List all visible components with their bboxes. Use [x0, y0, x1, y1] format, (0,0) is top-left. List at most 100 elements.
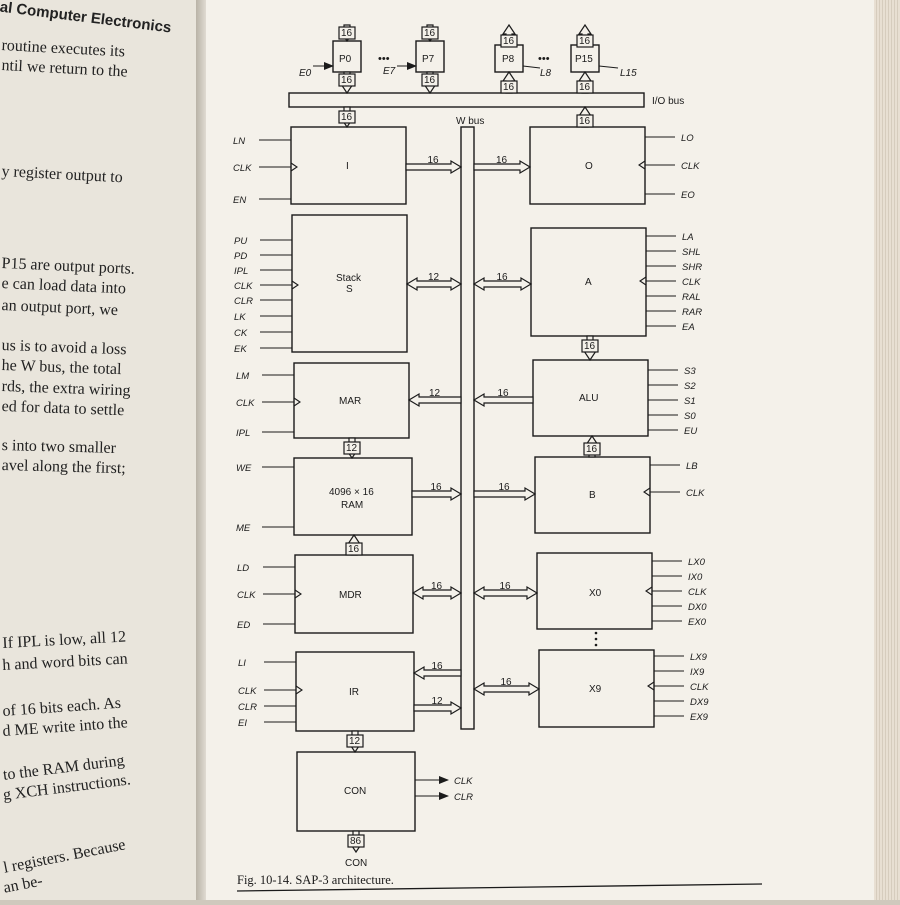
b-block-label: B	[589, 490, 596, 501]
port-p15-out-arrow-label-box	[576, 34, 594, 48]
x9-block-label: X9	[589, 684, 602, 695]
io-to-i-arrow-label: 16	[341, 112, 353, 123]
ctrl-ir-label-0: LI	[238, 658, 246, 669]
w-bus-label: W bus	[456, 116, 484, 127]
port-p8-bus-arrow-label: 16	[503, 82, 515, 93]
port-p8-bus-arrow-label-box	[500, 80, 518, 94]
stack-block-sublabel: S	[346, 284, 353, 295]
mar-block-label: MAR	[339, 396, 361, 407]
port-p0-label: P0	[339, 54, 352, 65]
stack-wbus-arrow-label: 12	[428, 272, 440, 283]
running-head: tal Computer Electronics	[0, 0, 173, 37]
x0-block-label: X0	[589, 588, 602, 599]
ctrl-x9-label-4: EX9	[690, 712, 709, 723]
left-page-text-line: If IPL is low, all 12	[2, 628, 127, 652]
left-page-text-line: an output port, we	[1, 297, 119, 320]
clk-triangle-b-1	[643, 487, 651, 497]
io-to-i-arrow-label-box	[338, 110, 356, 124]
port-p0-bus-arrow-label: 16	[341, 75, 353, 86]
x-register-dot-2	[594, 637, 598, 641]
a-block-label: A	[585, 277, 592, 288]
mar-to-ram-arrow-label-box	[343, 441, 361, 455]
io-bus	[288, 92, 645, 108]
port-p8-out-arrow-label: 16	[503, 36, 515, 47]
clk-triangle-x0-2	[645, 586, 653, 596]
left-page-text-line: he W bus, the total	[1, 357, 122, 379]
ctrl-alu-label-0: S3	[684, 366, 696, 377]
wbus-to-o-arrow	[473, 159, 532, 175]
ctrl-alu-label-1: S2	[684, 381, 696, 392]
ctrl-ir-label-2: CLR	[238, 702, 257, 713]
wbus-to-b-arrow-label: 16	[499, 482, 511, 493]
alu-to-wbus-arrow	[472, 392, 534, 408]
port-p0-in-arrow-label: 16	[341, 28, 353, 39]
o-to-io-arrow-label: 16	[579, 116, 591, 127]
port-p7-in-arrow-label: 16	[424, 28, 436, 39]
wbus-to-b-arrow	[473, 486, 537, 502]
wbus-x0-arrow-label: 16	[500, 581, 512, 592]
ctrl-x9-label-2: CLK	[690, 682, 709, 693]
ir-to-wbus-12-arrow	[413, 700, 463, 716]
left-page-text-line: us is to avoid a loss	[1, 337, 127, 359]
port-p15-bus-arrow-label-box	[576, 80, 594, 94]
a-to-alu-arrow-label-box	[581, 339, 599, 353]
ctrl-i-label-1: CLK	[233, 163, 252, 174]
i-to-wbus-arrow	[405, 159, 463, 175]
wbus-to-mar-arrow	[407, 392, 462, 408]
ram-to-wbus-arrow-label: 16	[431, 482, 443, 493]
left-page-text-line: e can load data into	[1, 275, 127, 298]
port-p7-label: P7	[422, 54, 435, 65]
ctrl-ram-label-1: ME	[236, 523, 251, 534]
mdr-block-label: MDR	[339, 590, 362, 601]
wbus-to-ir-16-arrow-label: 16	[432, 661, 444, 672]
mdr-to-ram-arrow-label: 16	[348, 544, 360, 555]
ctrl-alu-label-3: S0	[684, 411, 696, 422]
ctrl-b-label-0: LB	[686, 461, 698, 472]
left-page-text-line: rds, the extra wiring	[1, 378, 131, 400]
ctrl-alu-label-4: EU	[684, 426, 697, 437]
ir-to-con-arrow-label-box	[346, 734, 364, 748]
b-to-alu-arrow-label: 16	[586, 444, 598, 455]
con-output-label: CON	[345, 858, 367, 869]
alu-to-wbus-arrow-label: 16	[498, 388, 510, 399]
port-e0-label: E0	[299, 68, 312, 79]
wbus-to-mar-arrow-label: 12	[429, 388, 441, 399]
port-l15-label: L15	[620, 68, 637, 79]
ctrl-a-label-3: CLK	[682, 277, 701, 288]
left-page-text-line: y register output to	[1, 163, 124, 187]
ctrl-stack-label-3: CLK	[234, 281, 253, 292]
ctrl-x9-label-1: IX9	[690, 667, 705, 678]
clk-triangle-i-1	[290, 162, 298, 172]
b-to-alu-arrow-label-box	[583, 442, 601, 456]
left-page: tal Computer Electronics routine execute…	[0, 0, 200, 900]
ports-ellipsis-right: •••	[538, 53, 550, 65]
ctrl-stack-label-2: IPL	[234, 266, 248, 277]
caption-rule	[236, 883, 763, 892]
clk-triangle-mar-1	[293, 397, 301, 407]
con-out-arrow-label: 86	[350, 836, 362, 847]
ctrl-x0-label-3: DX0	[688, 602, 707, 613]
ctrl-x0-label-2: CLK	[688, 587, 707, 598]
port-p15-label: P15	[575, 54, 593, 65]
mdr-wbus-arrow	[411, 585, 463, 601]
mdr-to-ram-arrow-label-box	[345, 542, 363, 556]
con-output-label-1: CLR	[454, 792, 473, 803]
w-bus	[460, 126, 475, 730]
clk-triangle-stack-3	[291, 280, 299, 290]
clk-triangle-x9-2	[647, 681, 655, 691]
wbus-a-arrow	[472, 276, 533, 292]
ctrl-a-label-4: RAL	[682, 292, 700, 303]
ctrl-stack-label-5: LK	[234, 312, 246, 323]
port-p15-out-arrow-label: 16	[579, 36, 591, 47]
left-page-text-line: avel along the first;	[1, 457, 126, 478]
ram-block-sublabel: RAM	[341, 500, 363, 511]
con-output-label-0: CLK	[454, 776, 473, 787]
con-out-arrow-label-box	[347, 834, 365, 848]
wbus-to-ir-16-arrow	[412, 665, 462, 681]
clk-triangle-mdr-1	[294, 589, 302, 599]
con-block-label: CON	[344, 786, 366, 797]
clk-triangle-ir-1	[295, 685, 303, 695]
i-block-label: I	[346, 161, 349, 172]
port-l8-label: L8	[540, 68, 552, 79]
ctrl-stack-label-6: CK	[234, 328, 248, 339]
